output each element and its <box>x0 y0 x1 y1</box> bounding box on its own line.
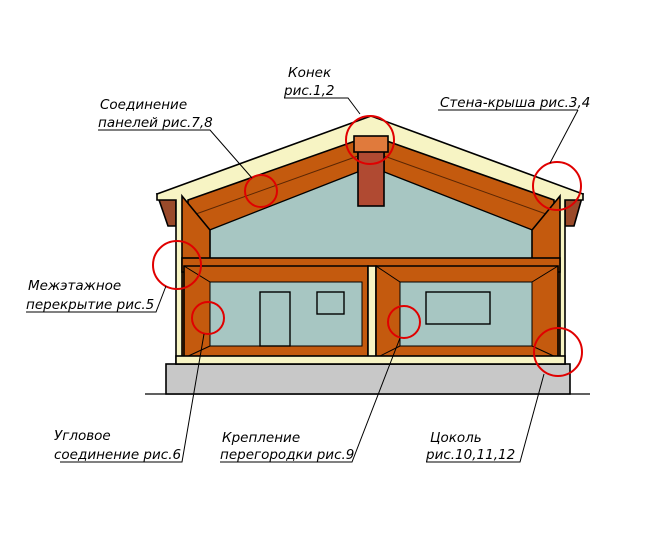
label-partition-1: Крепление <box>222 430 300 446</box>
callout-panel-joint <box>244 174 278 208</box>
label-ridge-2: рис.1,2 <box>283 83 335 99</box>
callout-ridge <box>345 115 395 165</box>
label-panel-joint-1: Соединение <box>100 97 187 113</box>
door <box>259 291 291 347</box>
leader-ridge <box>284 97 361 115</box>
label-wall-roof: Стена-крыша рис.3,4 <box>440 95 590 111</box>
window-small <box>316 291 345 315</box>
roof-panel-right-joint <box>383 155 547 215</box>
room-right-bevel-tr <box>531 265 559 283</box>
label-corner-1: Угловое <box>54 428 111 444</box>
label-partition-2: перегородки рис.9 <box>220 447 354 463</box>
roof-panel-left-joint <box>195 155 359 215</box>
room-right-bevel-tl <box>375 265 401 283</box>
label-plinth-1: Цоколь <box>430 430 482 446</box>
leader-partition <box>220 337 401 463</box>
label-plinth-2: рис.10,11,12 <box>425 447 515 463</box>
foundation <box>165 363 571 395</box>
window-large <box>425 291 491 325</box>
callout-wall-roof <box>532 161 582 211</box>
callout-corner <box>191 301 225 335</box>
label-corner-2: соединение рис.6 <box>54 447 181 463</box>
chimney-cap <box>353 135 389 153</box>
label-floor-1: Межэтажное <box>28 278 121 294</box>
leader-plinth <box>426 373 545 463</box>
leader-corner <box>60 333 205 463</box>
callout-floor <box>152 240 202 290</box>
label-ridge-1: Конек <box>288 65 332 81</box>
room-left-bevel-tl <box>183 265 211 283</box>
chimney <box>357 149 385 207</box>
leader-wall-roof-diag <box>549 109 579 164</box>
callout-partition <box>387 305 421 339</box>
partition <box>367 265 377 361</box>
leader-floor <box>26 285 167 313</box>
leader-panel-joint <box>98 129 253 179</box>
callout-plinth <box>533 327 583 377</box>
label-panel-joint-2: панелей рис.7,8 <box>98 115 213 131</box>
label-floor-2: перекрытие рис.5 <box>26 297 154 313</box>
ground-floor-slab <box>175 355 566 365</box>
